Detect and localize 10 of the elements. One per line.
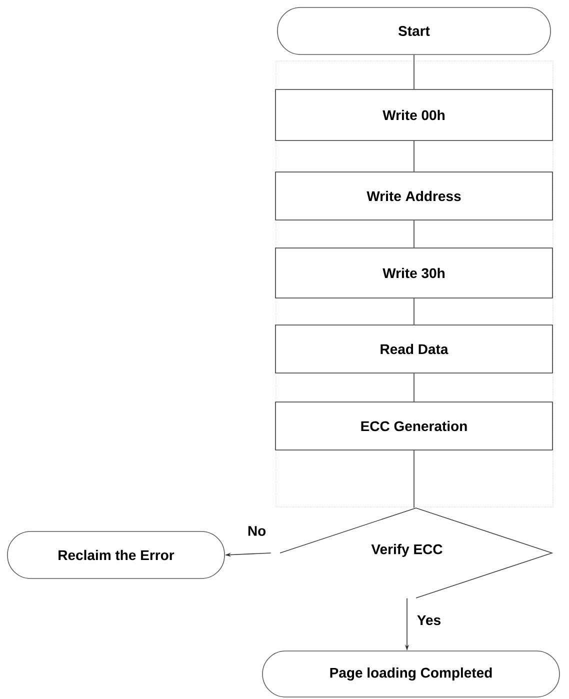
process-box: Write Address [275, 172, 553, 220]
process-box: Write 00h [275, 89, 553, 141]
edge-label: No [246, 525, 268, 537]
process-box: ECC Generation [275, 402, 553, 450]
process-box: Write 30h [275, 248, 553, 298]
edge-label: Yes [416, 614, 442, 626]
process-box: Read Data [275, 324, 553, 374]
terminal-box: Reclaim the Error [7, 531, 225, 579]
terminal-box: Page loading Completed [262, 650, 560, 698]
terminal-box: Start [277, 7, 551, 55]
